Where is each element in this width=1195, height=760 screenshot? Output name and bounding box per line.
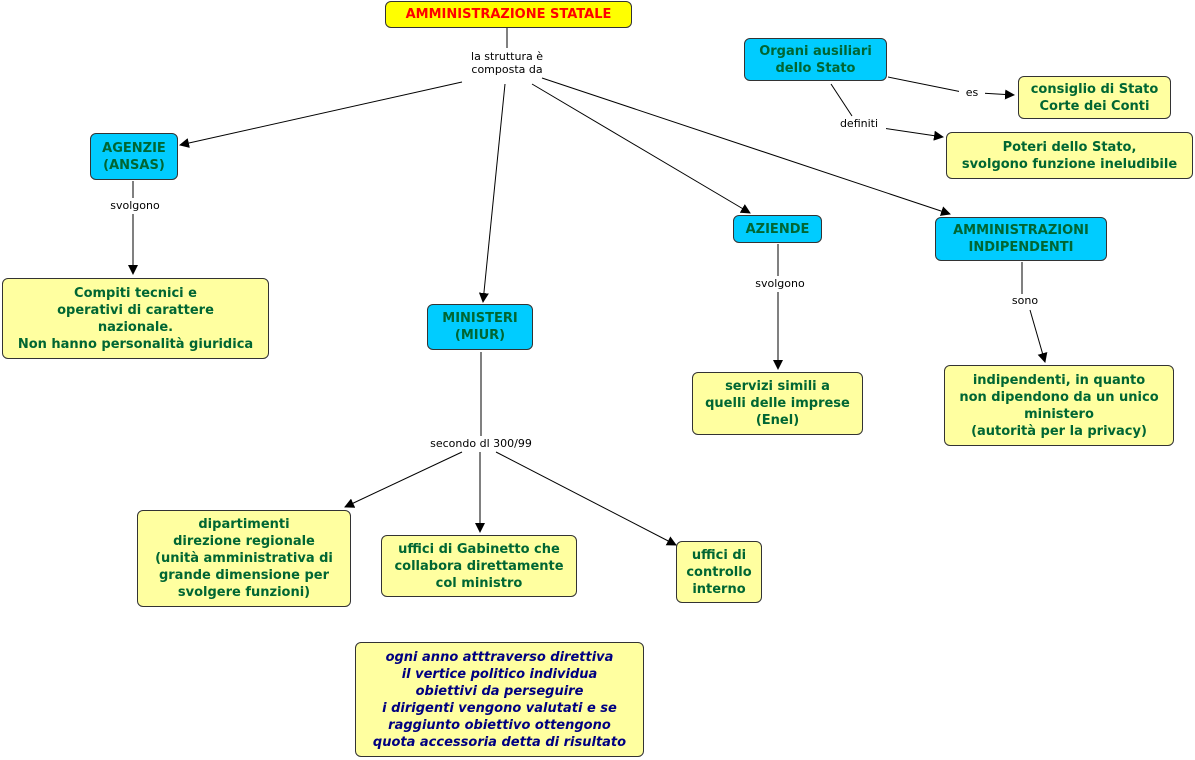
node-nota-direttiva[interactable]: ogni anno atttraverso direttiva il verti… bbox=[355, 642, 644, 757]
label-svolgono-aziende: svolgono bbox=[748, 277, 812, 290]
edge-sono-indip bbox=[1029, 309, 1048, 363]
node-uffici-controllo[interactable]: uffici di controllo interno bbox=[676, 541, 762, 603]
node-indipendenti[interactable]: indipendenti, in quanto non dipendono da… bbox=[944, 365, 1174, 446]
edge-definiti-poteri bbox=[881, 127, 944, 141]
node-consiglio[interactable]: consiglio di Stato Corte dei Conti bbox=[1018, 76, 1171, 119]
edge-secondo-controllo bbox=[495, 451, 677, 546]
label-es: es bbox=[959, 86, 985, 99]
node-dipartimenti[interactable]: dipartimenti direzione regionale (unità … bbox=[137, 510, 351, 607]
edge-struttura-agenzie bbox=[179, 81, 463, 148]
edge-secondo-dipartimenti bbox=[344, 451, 463, 508]
node-servizi[interactable]: servizi simili a quelli delle imprese (E… bbox=[692, 372, 863, 435]
edge-es-consiglio bbox=[979, 89, 1015, 100]
label-svolgono-agenzie: svolgono bbox=[103, 199, 167, 212]
node-agenzie[interactable]: AGENZIE (ANSAS) bbox=[90, 133, 178, 180]
edge-organi-definiti bbox=[830, 83, 853, 117]
label-sono: sono bbox=[1006, 294, 1044, 307]
node-amministrazioni-indipendenti[interactable]: AMMINISTRAZIONI INDIPENDENTI bbox=[935, 217, 1107, 261]
edge-struttura-aziende bbox=[531, 83, 751, 214]
edge-struttura-amm-indip bbox=[541, 77, 951, 216]
node-organi-ausiliari[interactable]: Organi ausiliari dello Stato bbox=[744, 38, 887, 81]
node-aziende[interactable]: AZIENDE bbox=[733, 215, 822, 243]
label-definiti: definiti bbox=[832, 117, 886, 130]
label-struttura: la struttura è composta da bbox=[462, 50, 552, 76]
edge-organi-es bbox=[887, 76, 963, 93]
node-uffici-gabinetto[interactable]: uffici di Gabinetto che collabora dirett… bbox=[381, 535, 577, 597]
node-ministeri[interactable]: MINISTERI (MIUR) bbox=[427, 304, 533, 350]
node-compiti[interactable]: Compiti tecnici e operativi di carattere… bbox=[2, 278, 269, 359]
node-poteri[interactable]: Poteri dello Stato, svolgono funzione in… bbox=[946, 132, 1193, 179]
edge-struttura-ministeri bbox=[478, 83, 506, 303]
node-root[interactable]: AMMINISTRAZIONE STATALE bbox=[385, 1, 632, 28]
label-secondo: secondo dl 300/99 bbox=[420, 437, 542, 450]
